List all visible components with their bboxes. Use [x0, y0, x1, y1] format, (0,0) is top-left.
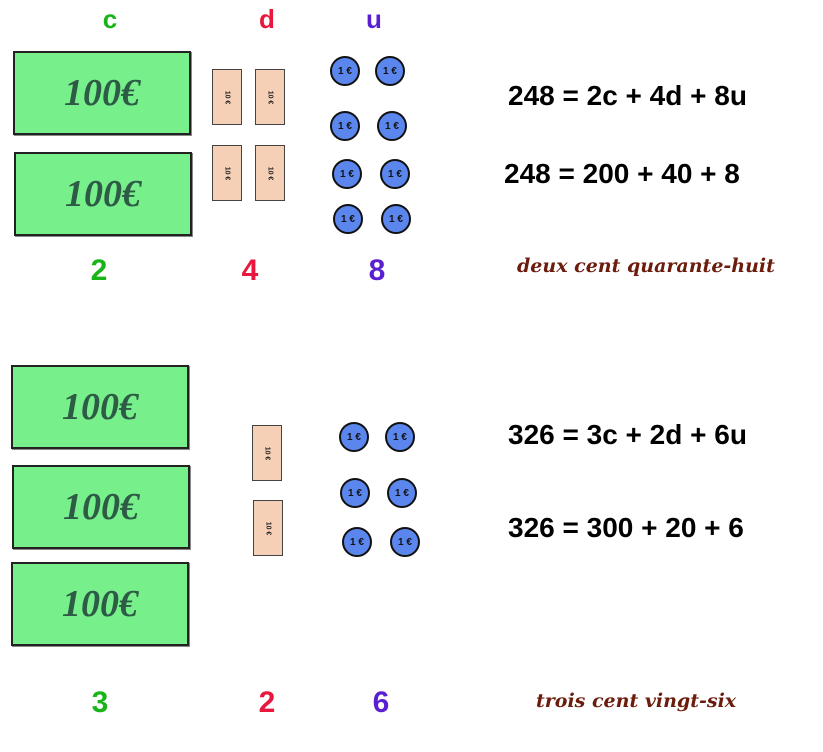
ten-bill: 10 € — [212, 69, 242, 125]
ten-bill: 10 € — [253, 500, 283, 556]
count-c: 2 — [90, 254, 108, 287]
one-euro-coin: 1 € — [381, 204, 411, 234]
one-euro-coin: 1 € — [340, 478, 370, 508]
one-euro-coin: 1 € — [332, 159, 362, 189]
equation-values: 326 = 300 + 20 + 6 — [508, 512, 744, 543]
number-in-words: trois cent vingt-six — [536, 690, 737, 712]
one-euro-coin: 1 € — [330, 56, 360, 86]
equation-units: 326 = 3c + 2d + 6u — [508, 419, 747, 450]
hundred-note: 100€ — [13, 51, 191, 135]
equation-values: 248 = 200 + 40 + 8 — [504, 158, 740, 189]
header-d: d — [259, 4, 275, 34]
ten-bill: 10 € — [212, 145, 242, 201]
hundred-note: 100€ — [14, 152, 192, 236]
header-u: u — [366, 4, 382, 34]
ten-bill: 10 € — [252, 425, 282, 481]
count-u: 8 — [368, 254, 386, 287]
one-euro-coin: 1 € — [333, 204, 363, 234]
equation-units: 248 = 2c + 4d + 8u — [508, 80, 747, 111]
hundred-note: 100€ — [11, 365, 189, 449]
one-euro-coin: 1 € — [330, 111, 360, 141]
hundred-note: 100€ — [12, 465, 190, 549]
count-d: 2 — [258, 686, 276, 719]
count-d: 4 — [241, 254, 259, 287]
ten-bill: 10 € — [255, 145, 285, 201]
header-c: c — [102, 4, 118, 34]
one-euro-coin: 1 € — [377, 111, 407, 141]
number-in-words: deux cent quarante-huit — [517, 255, 775, 277]
hundred-note: 100€ — [11, 562, 189, 646]
ten-bill: 10 € — [255, 69, 285, 125]
count-c: 3 — [91, 686, 109, 719]
one-euro-coin: 1 € — [387, 478, 417, 508]
count-u: 6 — [372, 686, 390, 719]
one-euro-coin: 1 € — [342, 527, 372, 557]
one-euro-coin: 1 € — [385, 422, 415, 452]
one-euro-coin: 1 € — [380, 159, 410, 189]
one-euro-coin: 1 € — [375, 56, 405, 86]
one-euro-coin: 1 € — [339, 422, 369, 452]
one-euro-coin: 1 € — [390, 527, 420, 557]
